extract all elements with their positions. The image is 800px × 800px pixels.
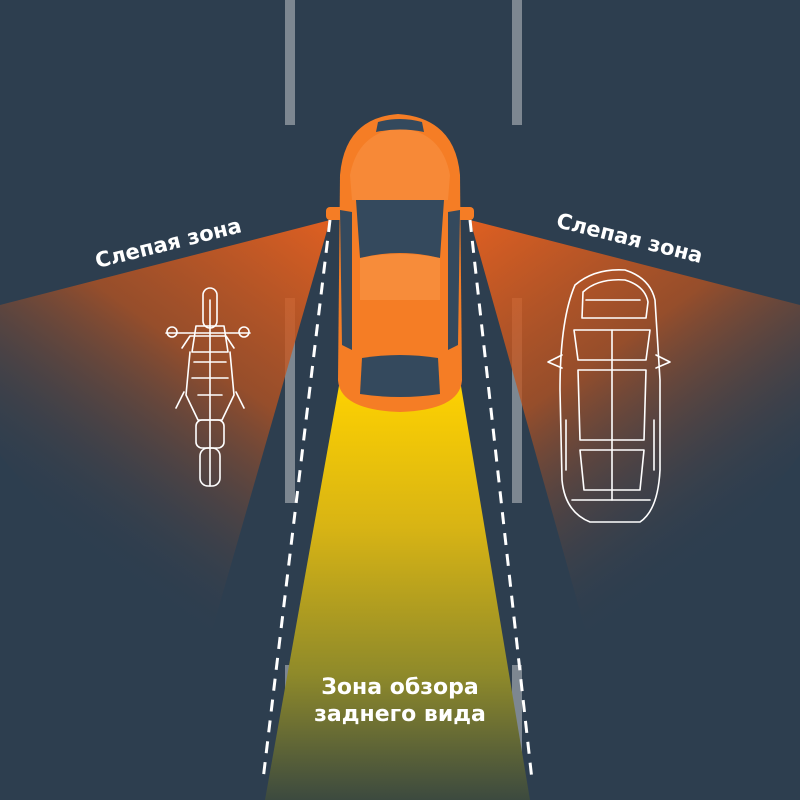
rear-view-zone [265,380,530,800]
blind-zone-left [0,220,330,690]
car-top-view-icon [326,114,474,412]
rear-view-label-line1: Зона обзора [321,675,478,700]
motorcycle-icon [165,287,251,487]
blind-zone-right [470,220,800,700]
rear-view-label-line2: заднего вида [314,702,486,727]
car-outline-icon [547,268,671,523]
